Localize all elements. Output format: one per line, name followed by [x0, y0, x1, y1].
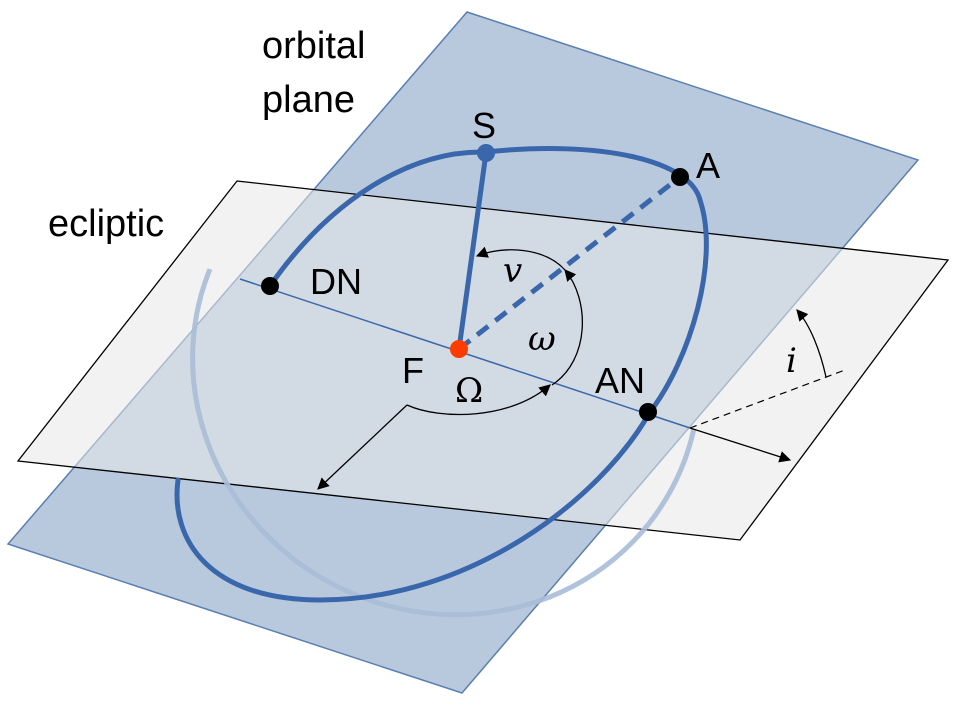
- true-anomaly-label: v: [503, 251, 522, 291]
- longitude-node-label: Ω: [455, 371, 483, 411]
- descending-node-label: DN: [310, 261, 362, 302]
- true-anomaly-arc: [475, 246, 566, 271]
- reference-direction-arrow: [317, 404, 408, 490]
- argument-periapsis-label: ω: [528, 319, 556, 359]
- focus-label: F: [402, 350, 424, 391]
- ascending-node-point: [639, 403, 657, 421]
- orbital-plane-label-line1: orbital: [262, 25, 366, 67]
- apsidal-line: [457, 175, 682, 351]
- radius-vector: [456, 152, 489, 350]
- inclination-arc: [796, 309, 827, 378]
- orbital-plane-label-line2: plane: [262, 79, 355, 121]
- ecliptic-label: ecliptic: [48, 203, 164, 245]
- longitude-node-arc: [406, 384, 551, 416]
- ecliptic-plane: [16, 180, 950, 541]
- argument-periapsis-arc: [551, 269, 584, 386]
- apoapsis-label: A: [696, 145, 720, 186]
- inclination-dashed-line: [689, 369, 846, 429]
- apoapsis-point: [671, 168, 689, 186]
- ecliptic-node-arrow: [689, 427, 792, 463]
- descending-node-point: [261, 277, 279, 295]
- satellite-label: S: [472, 105, 496, 146]
- focus-point: [450, 340, 468, 358]
- inclination-label: i: [786, 341, 797, 381]
- orbit-upper: [267, 146, 709, 415]
- orbit-lower: [174, 409, 653, 603]
- ascending-node-label: AN: [595, 360, 645, 401]
- satellite-point: [477, 144, 495, 162]
